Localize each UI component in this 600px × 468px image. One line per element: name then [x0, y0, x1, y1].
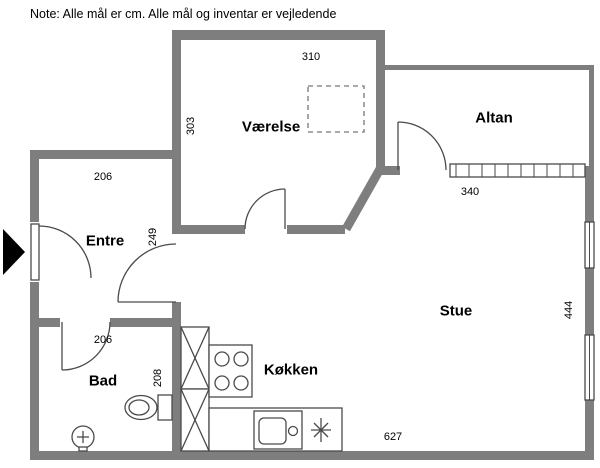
wall-vaerelse-right — [376, 40, 385, 166]
dim-entre-depth: 249 — [147, 227, 159, 247]
wall-vaerelse-top — [172, 30, 385, 40]
entrance-arrow-icon — [3, 229, 25, 275]
wall-vaerelse-bottom-left — [172, 225, 245, 234]
note-text: Note: Alle mål er cm. Alle mål og invent… — [30, 7, 337, 21]
dim-stue-depth: 444 — [563, 300, 575, 320]
wall-vaerelse-bottom-right — [287, 225, 345, 234]
dim-bad-width: 206 — [93, 334, 113, 346]
wall-left-upper — [30, 150, 39, 222]
room-label-altan: Altan — [475, 109, 513, 127]
windows — [449, 163, 595, 401]
dim-vaerelse-depth: 303 — [185, 116, 197, 136]
room-label-bad: Bad — [88, 372, 118, 390]
wall-bad-top-left — [30, 318, 60, 327]
room-label-koekken: Køkken — [263, 361, 319, 379]
room-label-entre: Entre — [85, 232, 125, 250]
wall-altan-right — [589, 65, 594, 166]
toilet-icon — [124, 394, 173, 421]
entrance-door — [30, 223, 92, 281]
wall-altan-door-stub — [376, 166, 400, 175]
stove-icon — [208, 344, 253, 398]
kitchen-sink-icon — [253, 410, 303, 450]
tall-cabinets-icon — [180, 326, 210, 452]
room-label-stue: Stue — [439, 302, 473, 320]
wall-right-b — [585, 268, 594, 335]
dim-vaerelse-width: 310 — [301, 51, 321, 63]
wall-vaerelse-left — [172, 40, 181, 234]
furniture-dashed-icon — [307, 85, 365, 133]
vaerelse-door — [244, 188, 286, 230]
dim-bad-depth: 208 — [152, 368, 164, 388]
dim-entre-width: 206 — [93, 171, 113, 183]
window-right-upper — [584, 221, 595, 269]
entre-stue-door — [117, 243, 177, 303]
wall-bottom — [30, 451, 594, 460]
wall-bad-top-right — [110, 318, 181, 327]
wall-altan-top — [381, 65, 594, 70]
dim-stue-width: 627 — [383, 431, 403, 443]
bad-sink-icon — [71, 425, 95, 452]
wall-left-lower — [30, 282, 39, 460]
bad-door — [61, 321, 111, 371]
room-label-vaerelse: Værelse — [241, 118, 301, 136]
altan-door — [397, 121, 447, 171]
wall-bad-right — [172, 302, 181, 451]
window-right-lower — [584, 334, 595, 401]
wall-right-a — [585, 166, 594, 222]
wall-diagonal — [342, 166, 384, 232]
window-altan-band — [449, 163, 586, 178]
wall-right-c — [585, 400, 594, 460]
fixtures — [3, 85, 365, 452]
dim-altan-width: 340 — [460, 186, 480, 198]
doors — [30, 121, 447, 371]
dishwasher-star-icon — [311, 418, 331, 442]
walls — [30, 30, 594, 460]
wall-entre-top — [30, 150, 181, 159]
